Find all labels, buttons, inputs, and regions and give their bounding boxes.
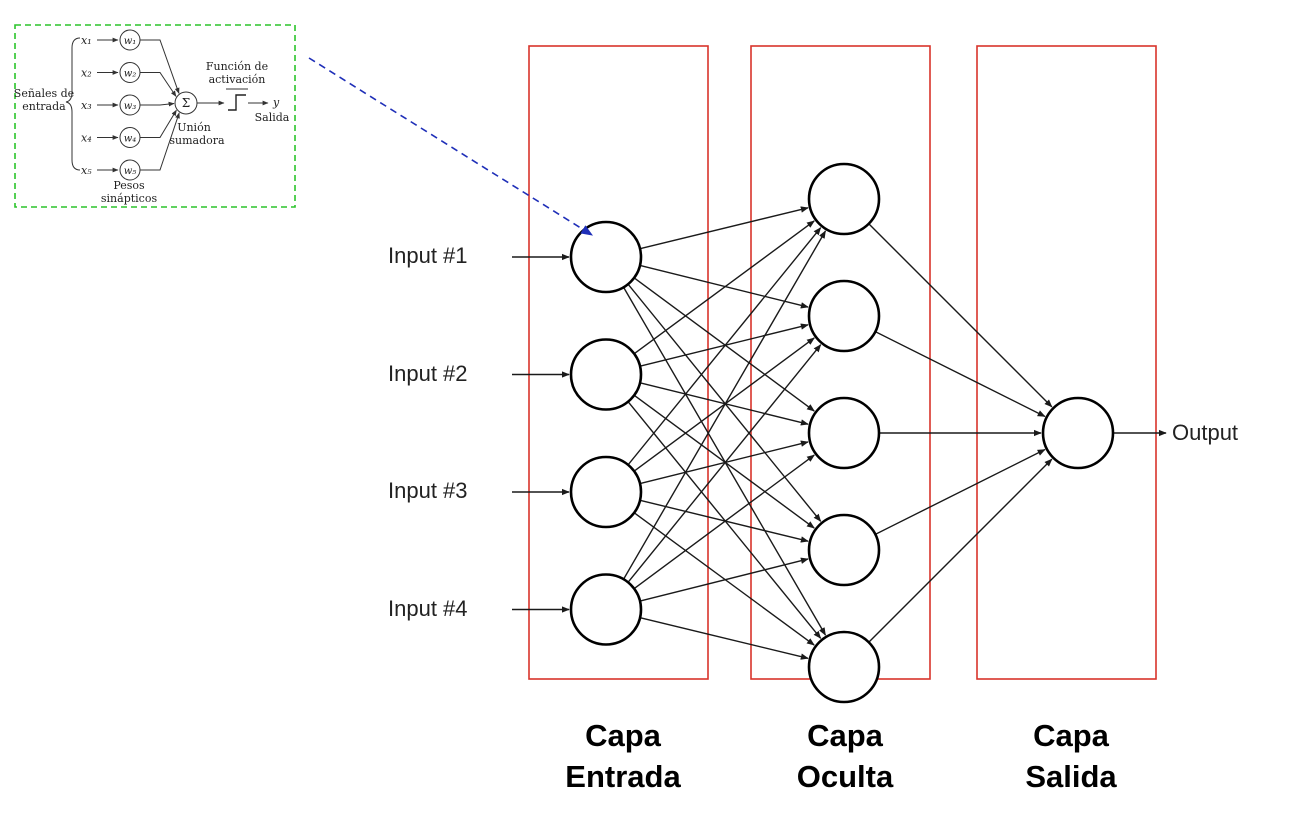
- layer-box-output: [976, 45, 1157, 680]
- inset-activation-line2: activación: [209, 73, 266, 86]
- layer-label-input-line1: Capa: [585, 718, 662, 753]
- hidden-neuron-3: [807, 396, 881, 470]
- inset-input-3: x₃: [81, 99, 92, 112]
- layer-label-input-line2: Entrada: [565, 759, 681, 794]
- input-neuron-1: [569, 220, 643, 294]
- inset-output-label: Salida: [255, 111, 290, 124]
- layer-label-hidden-line2: Oculta: [797, 759, 894, 794]
- edge-input-2-hidden-4: [633, 394, 815, 529]
- inset-weight-to-sum-1: [140, 39, 180, 94]
- inset-junction-line2: sumadora: [169, 134, 225, 147]
- inset-weight-to-sum-4: [140, 109, 177, 138]
- inset-weights-line2: sinápticos: [101, 192, 158, 205]
- inset-brace: [65, 37, 81, 171]
- edge-input-1-hidden-4: [627, 283, 822, 522]
- edge-input-1-hidden-1: [639, 206, 809, 250]
- output-neuron-1: [1041, 396, 1115, 470]
- edge-input-2-hidden-1: [633, 220, 815, 355]
- input-label-2: Input #2: [388, 361, 468, 386]
- inset-output-var: y: [272, 96, 280, 109]
- edge-input-4-hidden-4: [639, 557, 809, 602]
- inset-input-signals-line1: Señales de: [14, 87, 74, 100]
- inset-input-4: x₄: [81, 132, 92, 145]
- inset-weight-5: w₅: [124, 166, 137, 177]
- inset-border: [14, 24, 296, 208]
- input-neuron-2: [569, 338, 643, 411]
- hidden-neuron-5: [807, 630, 881, 704]
- inset-weight-to-sum-5: [140, 112, 180, 171]
- layer-label-output-line2: Salida: [1025, 759, 1117, 794]
- input-label-1: Input #1: [388, 243, 468, 268]
- edge-input-4-hidden-5: [639, 617, 809, 660]
- hidden-neuron-2: [807, 279, 881, 353]
- edge-input-2-hidden-5: [627, 401, 822, 639]
- connections: [512, 206, 1167, 660]
- inset-input-2: x₂: [81, 67, 92, 80]
- hidden-neuron-1: [807, 162, 881, 236]
- edge-input-4-hidden-1: [622, 230, 827, 580]
- inset-sum-symbol: Σ: [182, 96, 190, 110]
- edge-input-3-hidden-1: [627, 227, 822, 466]
- edge-hidden-1-output-1: [868, 223, 1053, 408]
- inset-input-rows: x₁ w₁ x₂ w₂ x₃ w₃ x₄ w₄ x₅ w₅: [81, 29, 180, 181]
- edge-input-4-hidden-3: [633, 454, 815, 590]
- inset-weight-4: w₄: [124, 134, 137, 145]
- layer-label-hidden-line1: Capa: [807, 718, 884, 753]
- edge-hidden-4-output-1: [874, 448, 1046, 535]
- zoom-pointer-arrow: [308, 57, 594, 236]
- inset-weight-to-sum-3: [140, 101, 175, 107]
- edge-input-2-hidden-3: [639, 382, 809, 426]
- edge-input-2-hidden-2: [639, 323, 809, 367]
- hidden-neuron-4: [807, 513, 881, 587]
- edge-hidden-5-output-1: [868, 458, 1053, 643]
- inset-weight-3: w₃: [124, 101, 137, 112]
- inset-weight-2: w₂: [124, 69, 137, 80]
- inset-weight-to-sum-2: [140, 72, 177, 97]
- inset-weight-1: w₁: [124, 36, 137, 47]
- input-neuron-3: [569, 455, 643, 529]
- neurons: [569, 162, 1115, 704]
- input-label-3: Input #3: [388, 478, 468, 503]
- inset-step-icon: [228, 94, 246, 111]
- edge-hidden-2-output-1: [874, 331, 1046, 418]
- inset-input-signals-line2: entrada: [22, 100, 66, 113]
- edge-input-1-hidden-2: [639, 264, 809, 309]
- edge-input-3-hidden-4: [639, 499, 809, 543]
- inset-input-5: x₅: [81, 164, 92, 177]
- layer-box-input: [528, 45, 709, 680]
- inset-input-1: x₁: [81, 34, 92, 47]
- inset-junction-line1: Unión: [177, 121, 211, 134]
- inset-weights-line1: Pesos: [113, 179, 145, 192]
- inset-activation-line1: Función de: [206, 60, 268, 73]
- edge-input-3-hidden-3: [639, 440, 809, 485]
- edge-input-4-hidden-2: [627, 344, 822, 583]
- layer-label-output-line1: Capa: [1033, 718, 1110, 753]
- edge-input-3-hidden-5: [633, 512, 815, 646]
- input-neuron-4: [569, 573, 643, 646]
- input-label-4: Input #4: [388, 596, 468, 621]
- output-label: Output: [1172, 420, 1238, 445]
